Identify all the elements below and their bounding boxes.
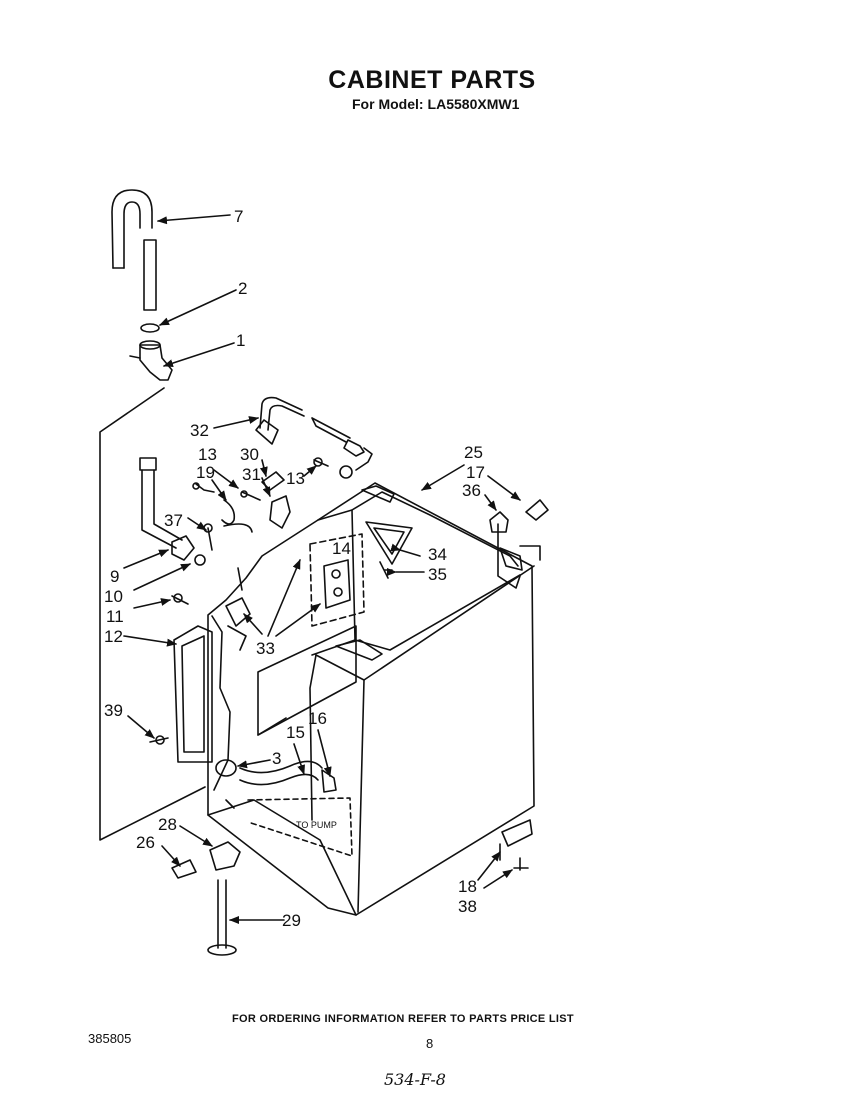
callout-38: 38 [458, 897, 477, 916]
callout-3: 3 [272, 749, 281, 768]
callout-labels: 7 2 1 32 25 17 36 13 19 30 31 13 37 14 3… [104, 207, 485, 930]
leader-lines [124, 215, 521, 924]
callout-31: 31 [242, 465, 261, 484]
callout-28: 28 [158, 815, 177, 834]
callout-16: 16 [308, 709, 327, 728]
callout-39: 39 [104, 701, 123, 720]
callout-10: 10 [104, 587, 123, 606]
model-number: LA5580XMW1 [427, 96, 520, 112]
callout-30: 30 [240, 445, 259, 464]
model-subtitle: For Model:LA5580XMW1 [352, 96, 523, 112]
tub-support [366, 522, 412, 578]
right-foot [500, 820, 532, 870]
cabinet [208, 483, 534, 915]
callout-9: 9 [110, 567, 119, 586]
document-number: 385805 [88, 1031, 132, 1046]
callout-36: 36 [462, 481, 481, 500]
callout-14: 14 [332, 539, 351, 558]
page-title: CABINET PARTS [328, 66, 536, 94]
page-number: 8 [426, 1036, 434, 1051]
callout-18: 18 [458, 877, 477, 896]
callout-26: 26 [136, 833, 155, 852]
left-panel-parts [150, 568, 250, 762]
right-side-parts [490, 500, 548, 560]
small-parts-cluster [193, 458, 328, 550]
callout-29: 29 [282, 911, 301, 930]
callout-13-right: 13 [286, 469, 305, 488]
drain-hose-assembly [100, 190, 205, 840]
pump-hose [216, 760, 352, 856]
callout-34: 34 [428, 545, 447, 564]
callout-33: 33 [256, 639, 275, 658]
callout-11: 11 [106, 607, 124, 626]
callout-17: 17 [466, 463, 485, 482]
callout-13-left: 13 [198, 445, 217, 464]
callout-12: 12 [104, 627, 123, 646]
to-pump-label: TO PUMP [296, 820, 337, 830]
callout-35: 35 [428, 565, 447, 584]
leveling-leg [172, 842, 240, 955]
callout-37: 37 [164, 511, 183, 530]
inlet-hose [140, 458, 205, 565]
callout-7: 7 [234, 207, 243, 226]
callout-1: 1 [236, 331, 245, 350]
fill-hose-assembly [256, 398, 372, 478]
model-label: For Model: [352, 96, 424, 112]
callout-25: 25 [464, 443, 483, 462]
callout-2: 2 [238, 279, 247, 298]
callout-32: 32 [190, 421, 209, 440]
handwritten-note: 534-F-8 [384, 1070, 446, 1089]
switch-assembly [310, 534, 364, 626]
callout-19: 19 [196, 463, 215, 482]
ordering-note: FOR ORDERING INFORMATION REFER TO PARTS … [232, 1013, 574, 1025]
callout-15: 15 [286, 723, 305, 742]
